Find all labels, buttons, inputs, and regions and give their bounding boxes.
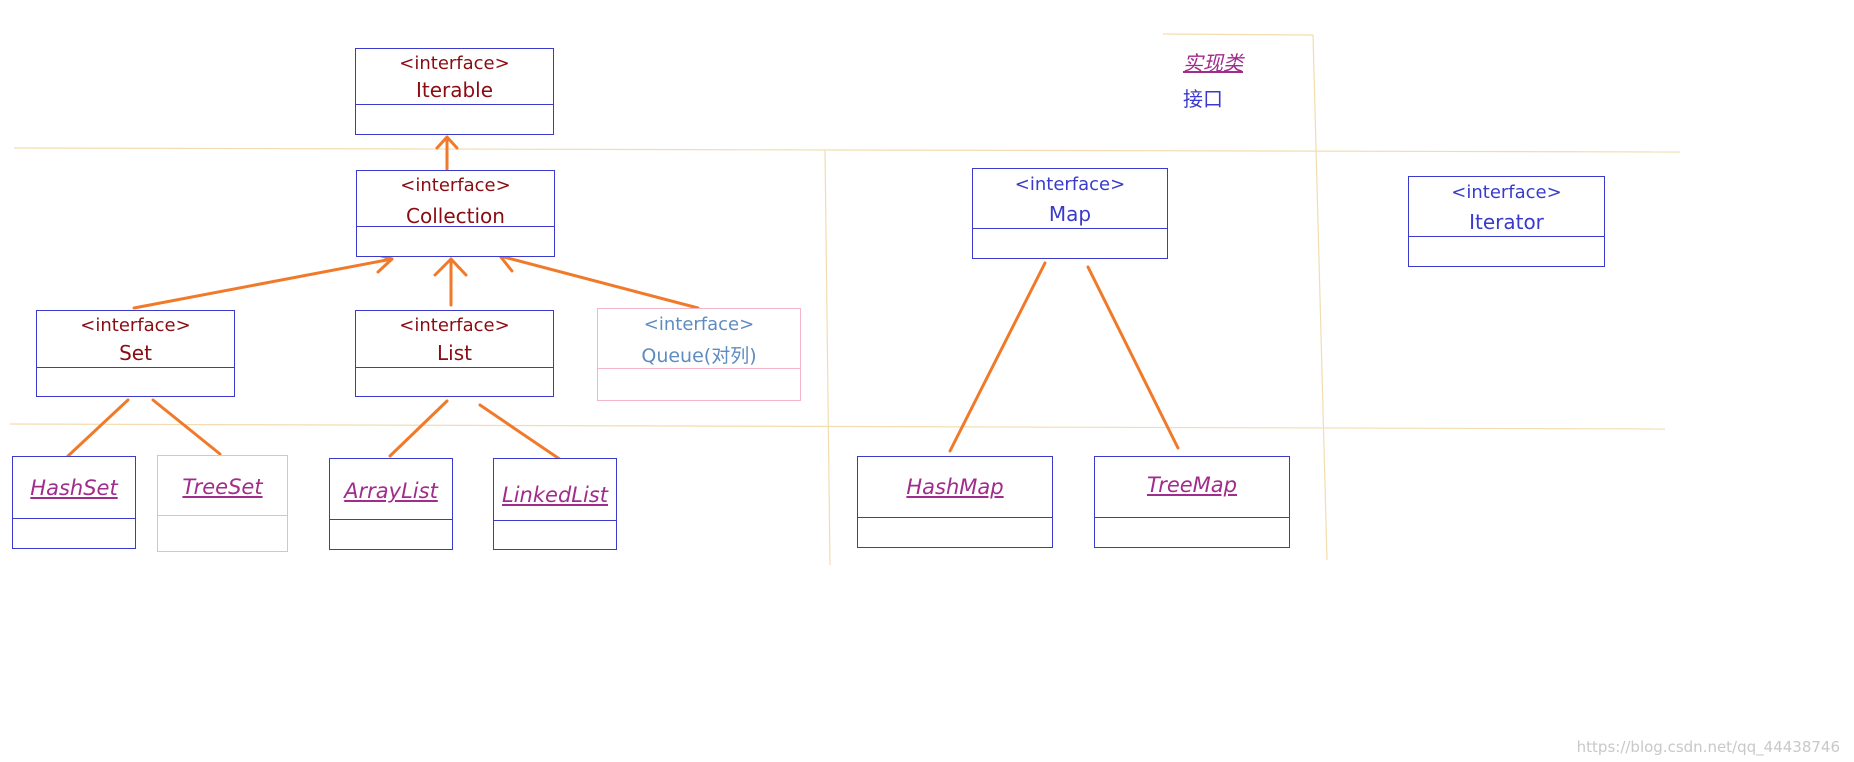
stereotype-label: <interface>	[399, 53, 510, 74]
box-header	[158, 456, 287, 516]
set-name: Set	[119, 341, 152, 365]
box-header	[598, 309, 800, 369]
iterable-name: Iterable	[415, 78, 494, 102]
stereotype-label: <interface>	[400, 175, 511, 196]
stereotype-label: <interface>	[1451, 182, 1562, 203]
hashmap-name: HashMap	[906, 475, 1004, 499]
inherit-arrow-set-collection	[132, 257, 394, 310]
stereotype-label: <interface>	[1014, 174, 1126, 195]
queue-name: Queue(对列)	[641, 345, 757, 367]
collection-name: Collection	[406, 204, 505, 228]
legend-impl-label: 实现类	[1183, 51, 1243, 75]
hashmap-class-box: HashMap	[857, 456, 1053, 548]
box-header	[356, 311, 553, 368]
linkedlist-name: LinkedList	[502, 483, 608, 507]
link-map-treemap	[1086, 265, 1180, 450]
map-interface-box: <interface> Map	[972, 168, 1168, 259]
queue-interface-box: <interface> Queue(对列)	[597, 308, 801, 401]
arrowhead	[435, 135, 459, 150]
legend-interface-label: 接口	[1183, 87, 1223, 111]
arraylist-class-box: ArrayList	[329, 458, 453, 550]
link-list-linkedlist	[478, 403, 563, 462]
divider-line	[1312, 34, 1328, 561]
arraylist-name: ArrayList	[344, 479, 438, 503]
link-map-hashmap	[948, 261, 1047, 453]
divider-line	[13, 147, 1681, 153]
box-header	[494, 459, 616, 521]
hashset-class-box: HashSet	[12, 456, 136, 549]
stereotype-label: <interface>	[80, 315, 191, 336]
box-header	[973, 169, 1167, 229]
inherit-arrow-queue-collection	[498, 254, 700, 310]
divider-line	[9, 423, 1666, 430]
box-header	[330, 459, 452, 520]
stereotype-label: <interface>	[399, 315, 510, 336]
iterator-interface-box: <interface> Iterator	[1408, 176, 1605, 267]
list-interface-box: <interface> List	[355, 310, 554, 397]
divider-line	[824, 149, 831, 566]
hashset-name: HashSet	[30, 476, 118, 500]
treemap-class-box: TreeMap	[1094, 456, 1290, 548]
collection-interface-box: <interface> Collection	[356, 170, 555, 257]
box-header	[37, 311, 234, 368]
watermark: https://blog.csdn.net/qq_44438746	[1576, 738, 1840, 756]
iterable-interface-box: <interface> Iterable	[355, 48, 554, 135]
box-header	[356, 49, 553, 105]
arrowhead	[433, 257, 468, 277]
box-header	[858, 457, 1052, 518]
box-header	[13, 457, 135, 519]
divider-line	[1162, 33, 1314, 36]
link-list-arraylist	[388, 399, 449, 458]
map-name: Map	[1048, 202, 1092, 226]
treemap-name: TreeMap	[1147, 473, 1237, 497]
box-header	[357, 171, 554, 227]
box-header	[1095, 457, 1289, 518]
stereotype-label: <interface>	[643, 314, 755, 335]
linkedlist-class-box: LinkedList	[493, 458, 617, 550]
treeset-name: TreeSet	[182, 475, 263, 499]
link-set-treeset	[151, 398, 222, 456]
list-name: List	[437, 341, 472, 365]
set-interface-box: <interface> Set	[36, 310, 235, 397]
treeset-class-box: TreeSet	[157, 455, 288, 552]
iterator-name: Iterator	[1469, 210, 1544, 234]
box-header	[1409, 177, 1604, 237]
link-set-hashset	[66, 398, 130, 458]
